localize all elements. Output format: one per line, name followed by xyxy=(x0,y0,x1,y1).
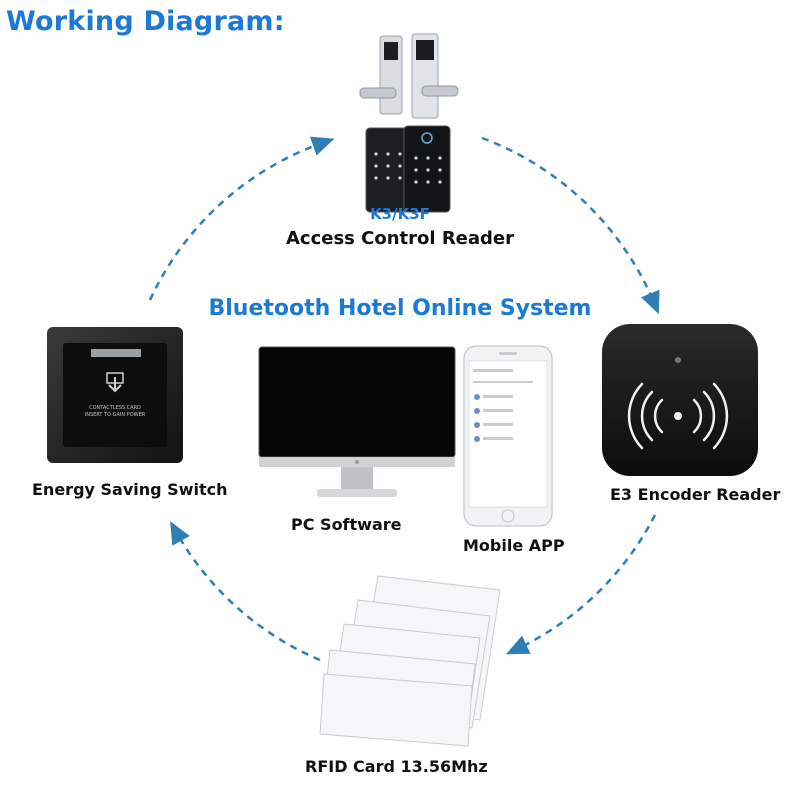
switch-slot-text-2: INSERT TO GAIN POWER xyxy=(84,412,146,418)
phone-node xyxy=(463,345,553,527)
access-reader-model: K3/K3F xyxy=(370,205,430,223)
phone-image xyxy=(463,345,553,527)
energy-switch-label: Energy Saving Switch xyxy=(32,480,228,499)
access-control-node xyxy=(340,28,470,223)
energy-switch-image xyxy=(47,327,183,463)
rfid-card-label: RFID Card 13.56Mhz xyxy=(305,757,488,776)
keypad-reader-image xyxy=(365,125,451,213)
encoder-reader-node xyxy=(600,320,760,480)
mobile-app-label: Mobile APP xyxy=(463,536,565,555)
arrow-card-to-switch xyxy=(170,521,321,662)
pc-node xyxy=(257,345,457,505)
diagram-heading: Working Diagram: xyxy=(6,6,285,37)
monitor-image xyxy=(258,346,456,497)
pc-software-label: PC Software xyxy=(291,515,402,534)
encoder-reader-label: E3 Encoder Reader xyxy=(610,485,781,504)
energy-switch-node: CONTACTLESS CARD INSERT TO GAIN POWER xyxy=(45,325,185,465)
switch-slot-text-1: CONTACTLESS CARD xyxy=(89,405,141,411)
system-title: Bluetooth Hotel Online System xyxy=(208,296,592,321)
door-lock-image xyxy=(359,33,459,119)
access-reader-label: Access Control Reader xyxy=(285,228,515,249)
rfid-card-node xyxy=(300,570,520,750)
arrow-access-to-encoder xyxy=(481,136,660,315)
arrow-encoder-to-card xyxy=(505,514,657,655)
arrow-switch-to-access xyxy=(148,136,335,301)
rfid-card-stack-image xyxy=(319,575,501,747)
encoder-reader-image xyxy=(602,324,758,476)
